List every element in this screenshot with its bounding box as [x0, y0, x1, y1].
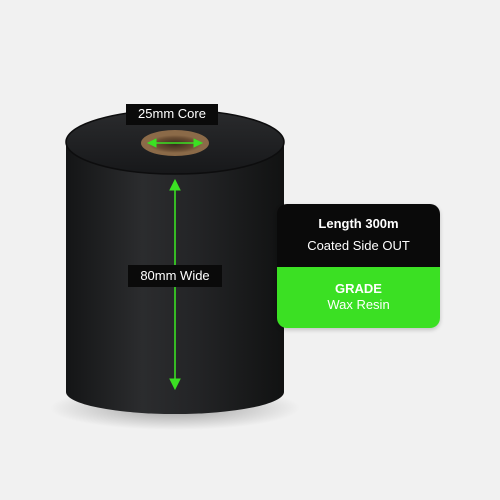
- width-size-label: 80mm Wide: [128, 265, 222, 287]
- grade-title: GRADE: [335, 281, 382, 296]
- length-text: Length 300m: [318, 216, 399, 231]
- coated-side-text: Coated Side OUT: [307, 238, 410, 253]
- spec-length-panel: Length 300m Coated Side OUT: [277, 204, 440, 267]
- core-size-label: 25mm Core: [126, 104, 218, 125]
- core-double-arrow-icon: [146, 138, 204, 148]
- grade-value: Wax Resin: [327, 297, 390, 312]
- spec-info-card: Length 300m Coated Side OUT GRADE Wax Re…: [277, 204, 440, 328]
- spec-grade-panel: GRADE Wax Resin: [277, 267, 440, 328]
- core-inner: [148, 135, 202, 153]
